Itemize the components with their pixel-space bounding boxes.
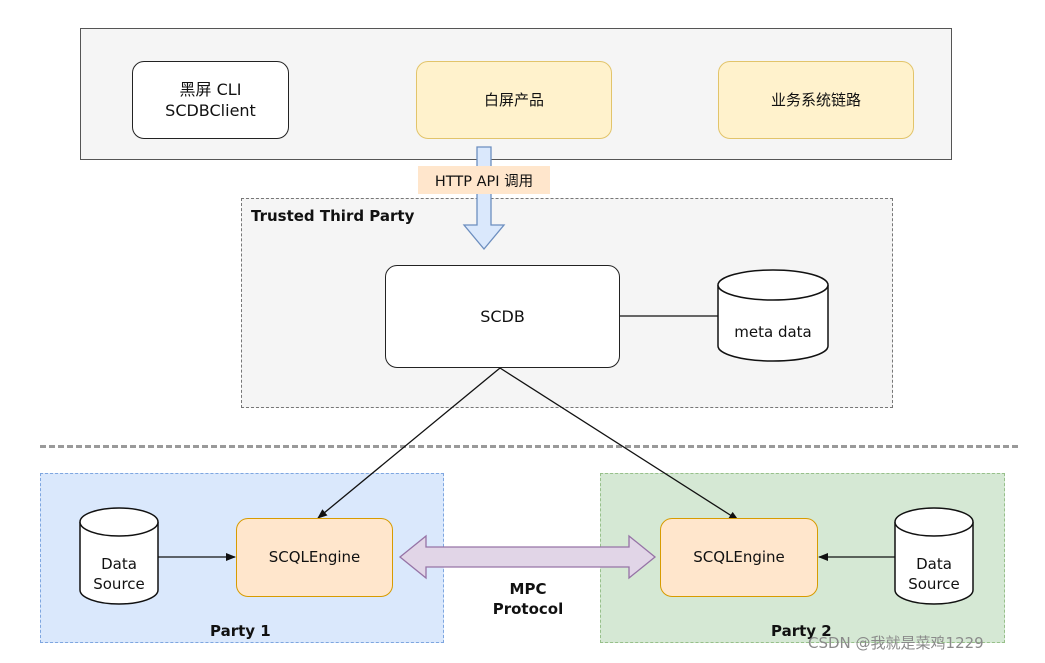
mpc-double-arrow (398, 534, 657, 580)
data-source-1-cylinder (79, 507, 159, 605)
section-divider (40, 445, 1018, 448)
meta-data-cylinder (717, 269, 829, 362)
scdb-to-engine2-arrow (499, 367, 739, 521)
http-api-label: HTTP API 调用 (418, 166, 550, 194)
data-source-2-cylinder (894, 507, 974, 605)
data-source-1-label: Data Source (80, 550, 158, 598)
data-source-1-line2: Source (93, 575, 145, 593)
mpc-protocol-label: MPC Protocol (478, 579, 578, 619)
party2-title: Party 2 (771, 622, 832, 640)
data-source-2-label: Data Source (895, 550, 973, 598)
scdb-box[interactable]: SCDB (385, 265, 620, 368)
white-screen-label: 白屏产品 (483, 90, 544, 109)
white-screen-product-box[interactable]: 白屏产品 (416, 61, 612, 139)
data-source-2-line2: Source (908, 575, 960, 593)
party1-title: Party 1 (210, 622, 271, 640)
scql-engine-1-label: SCQLEngine (268, 548, 361, 566)
data-source-2-line1: Data (916, 555, 952, 573)
http-api-arrow (462, 146, 506, 251)
business-system-box[interactable]: 业务系统链路 (718, 61, 914, 139)
scdbclient-label: SCDBClient (165, 101, 256, 120)
scdb-to-engine1-arrow (317, 367, 501, 519)
scql-engine-2-label: SCQLEngine (693, 548, 785, 566)
cli-client-box[interactable]: 黑屏 CLI SCDBClient (132, 61, 289, 139)
business-system-label: 业务系统链路 (770, 90, 861, 109)
scql-engine-1-box[interactable]: SCQLEngine (236, 518, 393, 597)
ttp-title: Trusted Third Party (251, 207, 415, 225)
cli-label: 黑屏 CLI (179, 80, 242, 99)
scql-engine-2-box[interactable]: SCQLEngine (660, 518, 818, 597)
data-source-1-line1: Data (101, 555, 137, 573)
meta-data-label: meta data (734, 323, 812, 341)
scdb-label: SCDB (480, 307, 525, 326)
mpc-line2: Protocol (492, 600, 564, 618)
csdn-watermark: CSDN @我就是菜鸡1229 (808, 634, 984, 652)
mpc-line1: MPC (509, 580, 547, 598)
